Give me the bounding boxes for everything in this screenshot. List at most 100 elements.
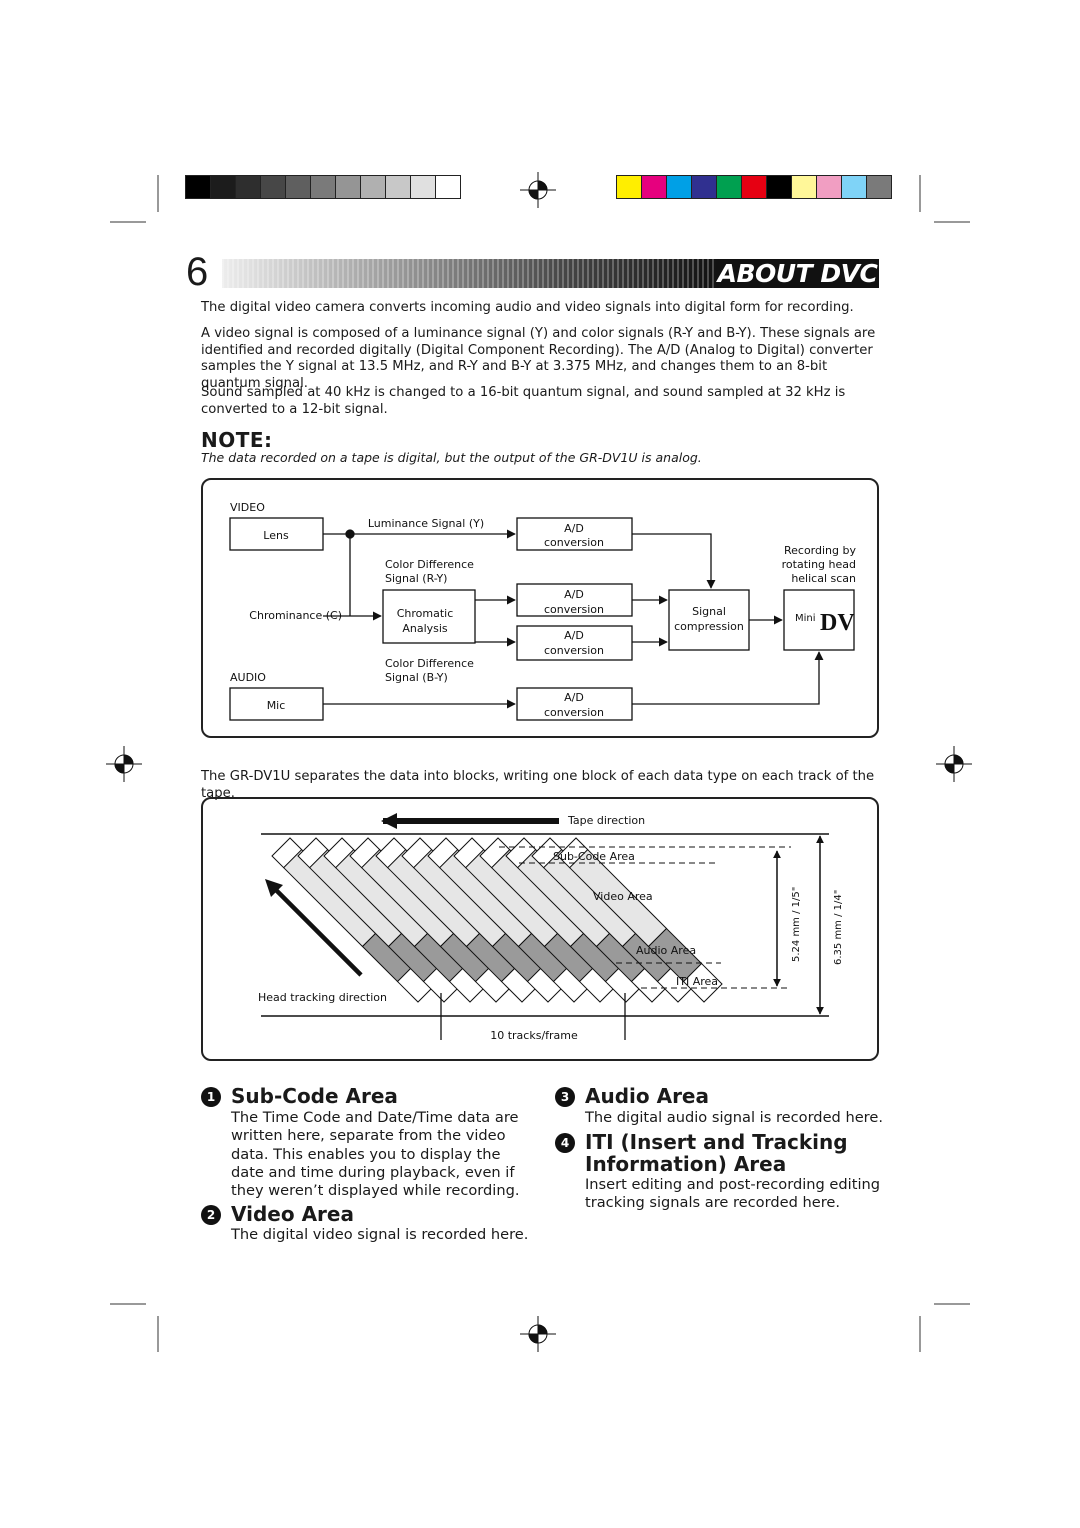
ad-lum-line1: A/D [564,522,584,535]
color-diff-ry-line1: Color Difference [385,558,474,571]
luminance-label: Luminance Signal (Y) [368,517,484,530]
chrominance-label: Chrominance (C) [249,609,342,622]
section-4-number: 4 [555,1133,575,1153]
registration-mark-top [520,172,556,208]
ad-ry-line2: conversion [544,603,604,616]
color-swatch [717,176,742,198]
color-swatch [667,176,692,198]
registration-mark-right [936,746,972,782]
signal-block-diagram [201,478,879,738]
section-3-number: 3 [555,1087,575,1107]
page-number: 6 [186,250,209,294]
section-4-heading: 4 ITI (Insert and Tracking [555,1131,848,1153]
track-layout-diagram [201,797,879,1061]
grayscale-calibration-strip [185,175,461,199]
gray-swatch [311,176,336,198]
section-2-body: The digital video signal is recorded her… [231,1226,529,1243]
color-swatch [817,176,842,198]
color-swatch [642,176,667,198]
ad-by-line1: A/D [564,629,584,642]
color-swatch [792,176,817,198]
signal-compression-line1: Signal [692,605,726,618]
color-diff-ry-line2: Signal (R-Y) [385,572,447,585]
section-2-heading: 2 Video Area [201,1203,354,1225]
note-title: NOTE: [201,428,273,452]
gray-swatch [211,176,236,198]
mic-box [229,687,324,721]
ad-box-audio [516,687,633,721]
recording-line2: rotating head [782,558,856,571]
color-swatch [767,176,792,198]
color-swatch [692,176,717,198]
ad-box-by [516,625,633,661]
minidv-box [783,589,855,651]
iti-area-label: ITI Area [676,975,718,988]
page-title-text: ABOUT DVC [717,259,878,288]
gray-swatch [261,176,286,198]
dim-5-24-label: 5.24 mm / 1/5" [791,887,802,962]
tape-track-segment [682,962,723,1003]
color-swatch [617,176,642,198]
section-1-heading: 1 Sub-Code Area [201,1085,398,1107]
section-3-heading: 3 Audio Area [555,1085,709,1107]
color-calibration-strip [616,175,892,199]
gray-swatch [411,176,436,198]
color-swatch [867,176,891,198]
gray-swatch [236,176,261,198]
chromatic-line2: Analysis [402,622,448,635]
intro-paragraph-1: The digital video camera converts incomi… [201,300,854,315]
intro-paragraph-3: Sound sampled at 40 kHz is changed to a … [201,385,846,417]
chromatic-analysis-box [382,589,476,644]
video-label: VIDEO [230,501,265,514]
minidv-mini: Mini [795,613,816,624]
section-1-body: The Time Code and Date/Time data are wri… [231,1109,520,1200]
color-swatch [742,176,767,198]
recording-line3: helical scan [791,572,856,585]
gray-swatch [436,176,460,198]
chromatic-line1: Chromatic [397,607,454,620]
video-area-label: Video Area [593,890,653,903]
section-3-body: The digital audio signal is recorded her… [585,1109,883,1126]
lens-label: Lens [263,529,289,542]
gray-swatch [361,176,386,198]
signal-block-diagram-svg: VIDEO AUDIO Lens Mic Luminance Signal (Y… [229,501,856,721]
section-2-number: 2 [201,1205,221,1225]
header-gradient-bar [222,259,717,288]
ad-by-line2: conversion [544,644,604,657]
section-3-title: Audio Area [585,1084,709,1108]
ad-audio-line2: conversion [544,706,604,719]
section-1-number: 1 [201,1087,221,1107]
color-diff-by-line2: Signal (B-Y) [385,671,448,684]
gray-swatch [186,176,211,198]
track-layout-diagram-svg: Tape direction Sub-Code Area Video Area … [258,813,844,1042]
ad-lum-line2: conversion [544,536,604,549]
head-tracking-label: Head tracking direction [258,991,387,1004]
section-4-title-line1: ITI (Insert and Tracking [585,1130,848,1154]
signal-compression-line2: compression [674,620,744,633]
ad-ry-line1: A/D [564,588,584,601]
color-swatch [842,176,867,198]
audio-label: AUDIO [230,671,266,684]
note-text: The data recorded on a tape is digital, … [201,450,702,465]
section-2-title: Video Area [231,1202,354,1226]
ad-box-ry [516,583,633,617]
section-1-title: Sub-Code Area [231,1084,398,1108]
registration-mark-bottom [520,1316,556,1352]
separation-paragraph: The GR-DV1U separates the data into bloc… [201,769,875,801]
mic-label: Mic [267,699,286,712]
sub-code-area-label: Sub-Code Area [553,850,635,863]
intro-paragraph-2: A video signal is composed of a luminanc… [201,326,876,391]
registration-mark-left [106,746,142,782]
page-title: ABOUT DVC [716,259,879,288]
color-diff-by-line1: Color Difference [385,657,474,670]
gray-swatch [386,176,411,198]
gray-swatch [336,176,361,198]
dim-6-35-label: 6.35 mm / 1/4" [833,890,844,965]
minidv-logo: DV [820,610,855,636]
audio-area-label: Audio Area [636,944,696,957]
ad-audio-line1: A/D [564,691,584,704]
section-4-body: Insert editing and post-recording editin… [585,1176,881,1212]
recording-line1: Recording by [784,544,856,557]
section-4-title-line2: Information) Area [585,1152,787,1176]
